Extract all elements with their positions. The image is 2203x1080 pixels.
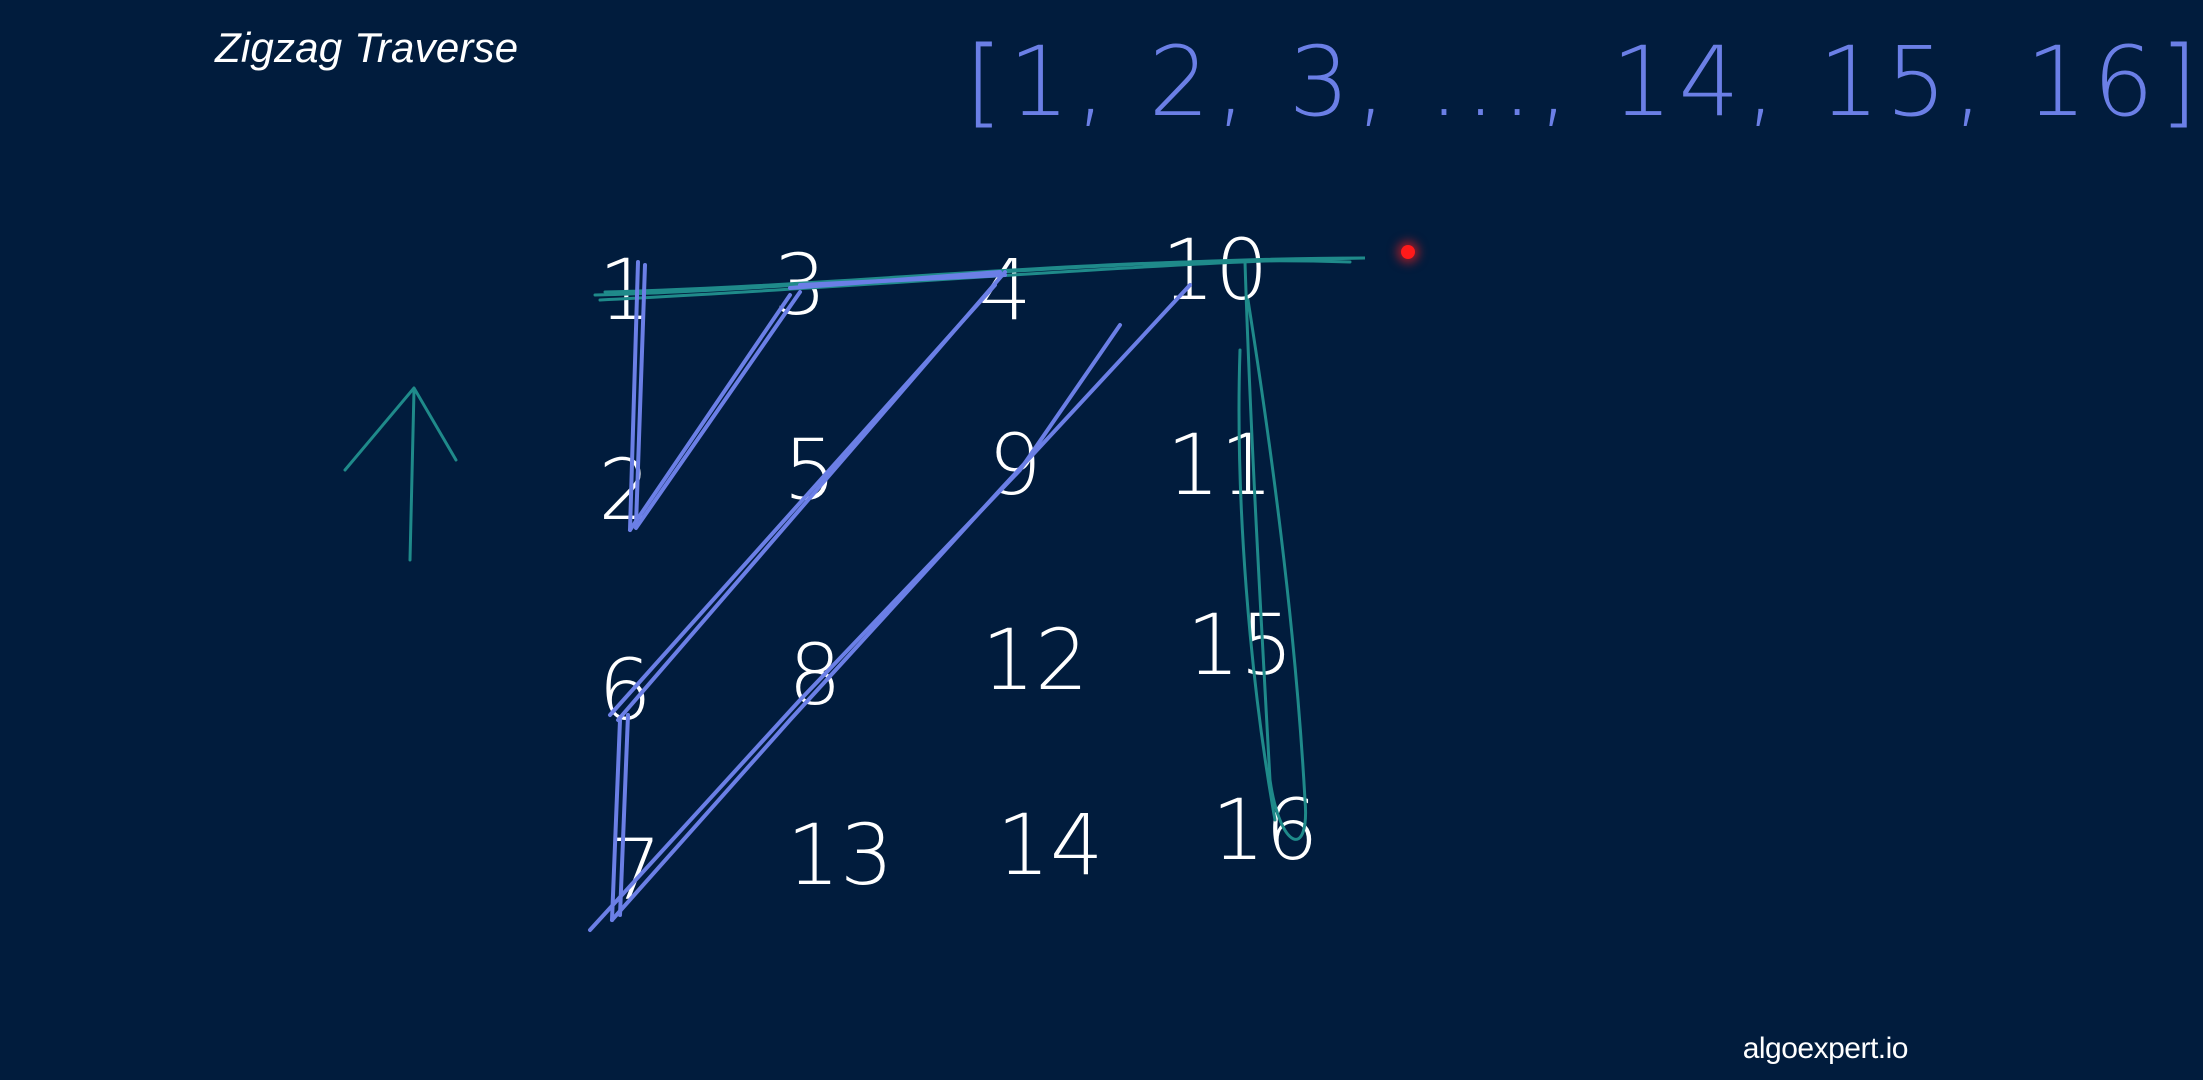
matrix-cell: 5	[783, 421, 837, 519]
matrix-cell: 6	[598, 641, 652, 739]
up-arrow-icon	[343, 386, 458, 562]
matrix-cell: 3	[773, 236, 827, 334]
matrix-cell: 10	[1161, 221, 1269, 319]
brand-watermark: algoexpert.io	[1742, 1032, 1909, 1065]
matrix-cell: 14	[996, 796, 1104, 894]
slide: Zigzag Traverse [1, 2, 3, ..., 14, 15, 1…	[215, 24, 2198, 1065]
matrix-cell: 8	[788, 626, 842, 724]
result-array: [1, 2, 3, ..., 14, 15, 16]	[965, 26, 2203, 138]
matrix-cell: 13	[786, 806, 894, 904]
matrix-cell: 12	[981, 611, 1089, 709]
matrix-cell: 11	[1166, 416, 1274, 514]
matrix-cell: 1	[598, 241, 652, 339]
slide-title: Zigzag Traverse	[215, 24, 519, 71]
matrix-cell: 9	[988, 416, 1042, 514]
matrix-cell: 16	[1211, 781, 1319, 879]
matrix-cell: 7	[608, 821, 662, 919]
matrix-cell: 4	[978, 241, 1032, 339]
matrix-cell: 15	[1186, 596, 1294, 694]
right-column-loop	[1237, 260, 1308, 841]
laser-pointer-icon	[1401, 245, 1415, 259]
matrix-cell: 2	[598, 441, 652, 539]
zigzag-path-drawing	[343, 256, 1366, 932]
